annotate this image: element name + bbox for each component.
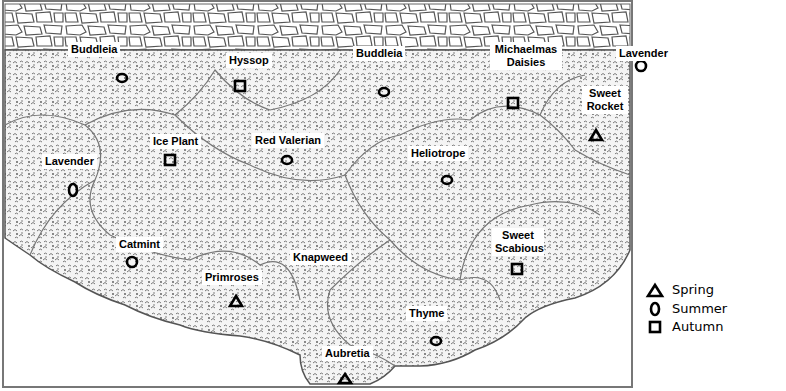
plant-label: Lavender	[42, 154, 97, 169]
plant-label: Lavender	[616, 46, 671, 61]
legend-text: Summer	[672, 301, 727, 317]
plant-label: Heliotrope	[408, 146, 468, 161]
plant-label: Buddleia	[353, 46, 405, 61]
plant-label: Ice Plant	[150, 134, 201, 149]
plant-label: Red Valerian	[252, 133, 324, 148]
plant-label: Thyme	[406, 306, 447, 321]
plant-label: Primroses	[202, 270, 262, 285]
plant-label: Aubretia	[322, 346, 373, 361]
plant-label: Catmint	[116, 237, 163, 252]
legend-text: Autumn	[672, 319, 723, 335]
plant-label: Sweet Scabious	[492, 228, 544, 256]
plant-label: Michaelmas Daisies	[490, 42, 562, 70]
plant-label: Buddleia	[68, 42, 120, 57]
plant-label: Hyssop	[226, 53, 272, 68]
legend-text: Spring	[672, 282, 714, 298]
plant-label: Sweet Rocket	[582, 86, 628, 114]
plant-label: Knapweed	[290, 250, 351, 265]
